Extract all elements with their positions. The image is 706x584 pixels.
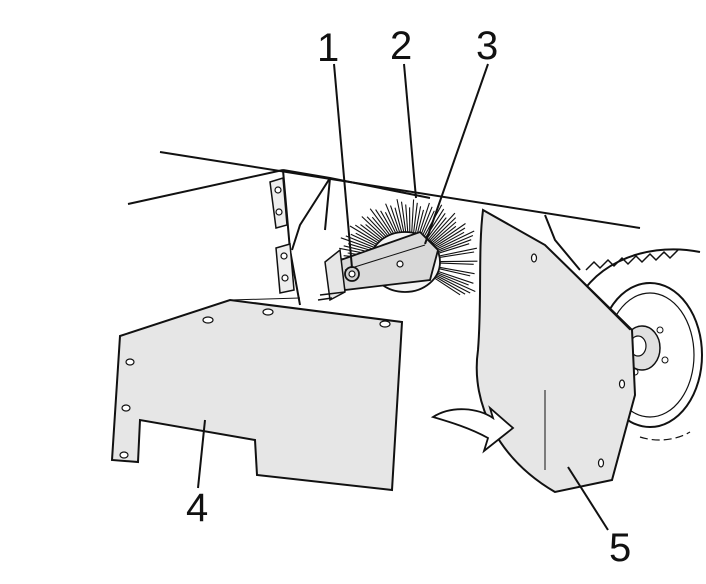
leader-line-1 [333,63,353,269]
bristle [400,201,407,237]
bristle [434,231,465,249]
bristle [435,230,475,250]
mounting-bolt [344,266,360,282]
bristle [426,217,447,242]
bristle [438,268,471,277]
side-shield [475,208,637,494]
callout-1: 1 [317,26,340,70]
bristle [396,199,406,238]
side-bracket [269,177,295,294]
bristle [439,262,474,265]
leader-line-3 [424,63,489,245]
bristle [439,247,478,257]
leader-line-4 [197,419,206,489]
bristle [428,212,456,243]
bristle [439,266,475,275]
bristle [435,274,471,294]
callout-4: 4 [186,486,209,530]
leader-line-2 [403,63,417,199]
bristle [433,277,461,296]
front-panel [110,297,404,492]
callout-2: 2 [390,24,413,68]
bristle [410,199,415,237]
brush-arm [317,230,440,302]
bristle [429,217,457,244]
bristle [434,275,466,295]
bristle [437,270,474,284]
bristle [431,225,457,246]
bristle [438,243,470,254]
rotation-arrow [430,405,515,454]
bristle [425,212,446,241]
callout-3: 3 [476,24,499,68]
bristle [437,239,472,253]
bristle [434,227,466,248]
bristle [430,221,457,245]
leader-line-5 [567,466,609,531]
bristle [436,272,469,286]
bristle [432,223,466,247]
bristle [420,210,435,239]
bristle [412,202,418,237]
leader-lines [197,63,609,531]
bristle [414,206,422,237]
bristle [436,234,474,252]
callout-5: 5 [609,526,632,570]
bristle [439,251,475,258]
bristle [436,273,476,293]
